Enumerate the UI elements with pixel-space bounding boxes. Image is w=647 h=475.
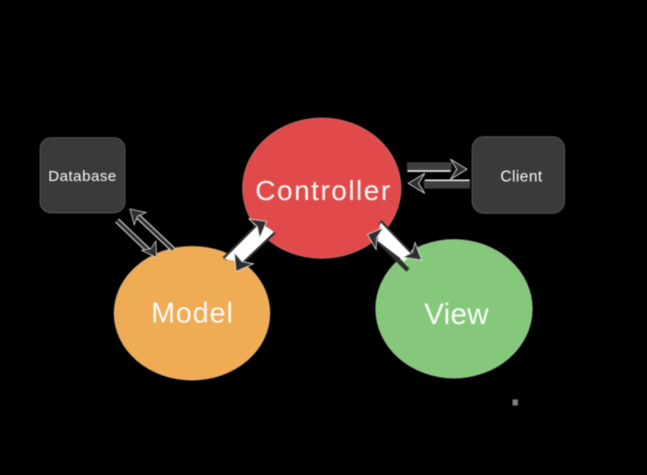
svg-text:View: View: [424, 298, 489, 331]
svg-text:Model: Model: [151, 298, 234, 330]
svg-text:Client: Client: [500, 168, 543, 185]
svg-text:Database: Database: [48, 168, 117, 185]
svg-text:Controller: Controller: [255, 175, 391, 206]
